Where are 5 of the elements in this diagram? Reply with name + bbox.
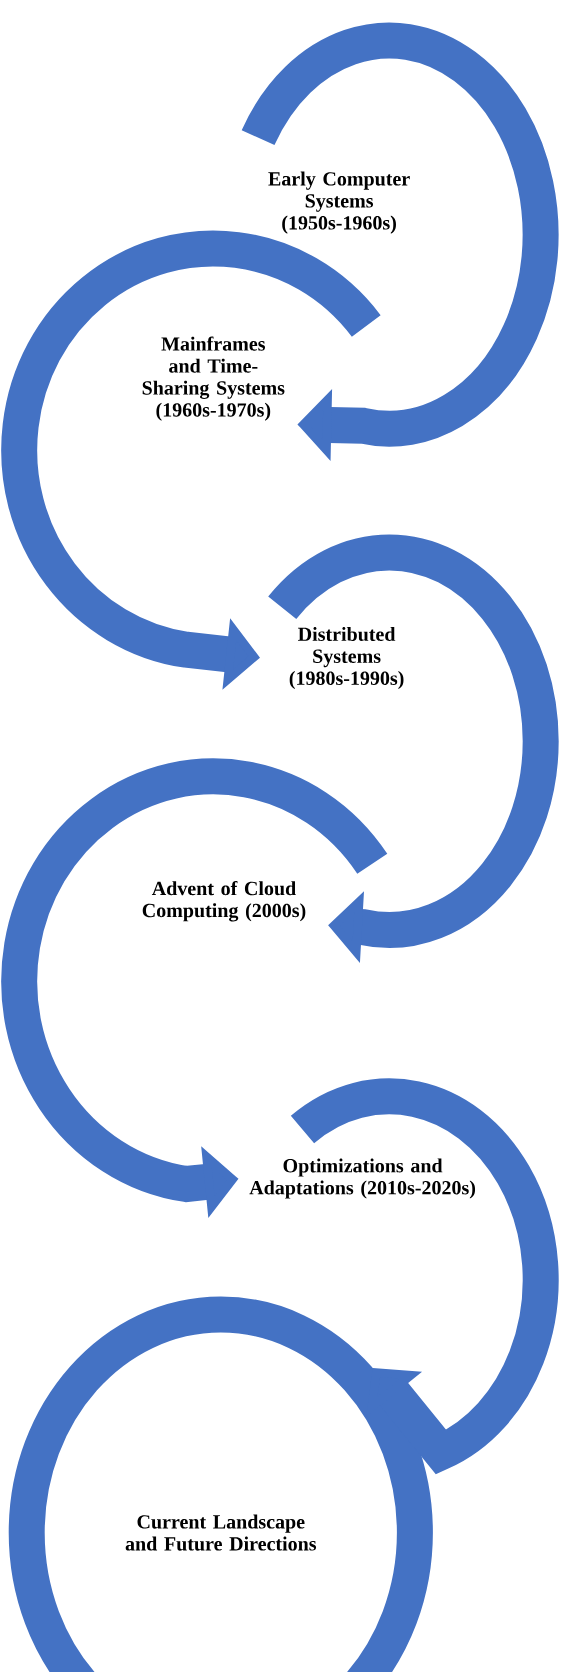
stage-label: Mainframes and Time-Sharing Systems (1960s-1970s) (142, 336, 285, 421)
stage-label: Distributed Systems (1980s-1990s) (289, 626, 404, 690)
ring-with-label: Current Landscape and Future Directions (8, 1296, 433, 1672)
stage-label: Early Computer Systems (1950s-1960s) (268, 171, 410, 234)
stage-label: Advent of Cloud Computing (2000s) (142, 880, 306, 922)
